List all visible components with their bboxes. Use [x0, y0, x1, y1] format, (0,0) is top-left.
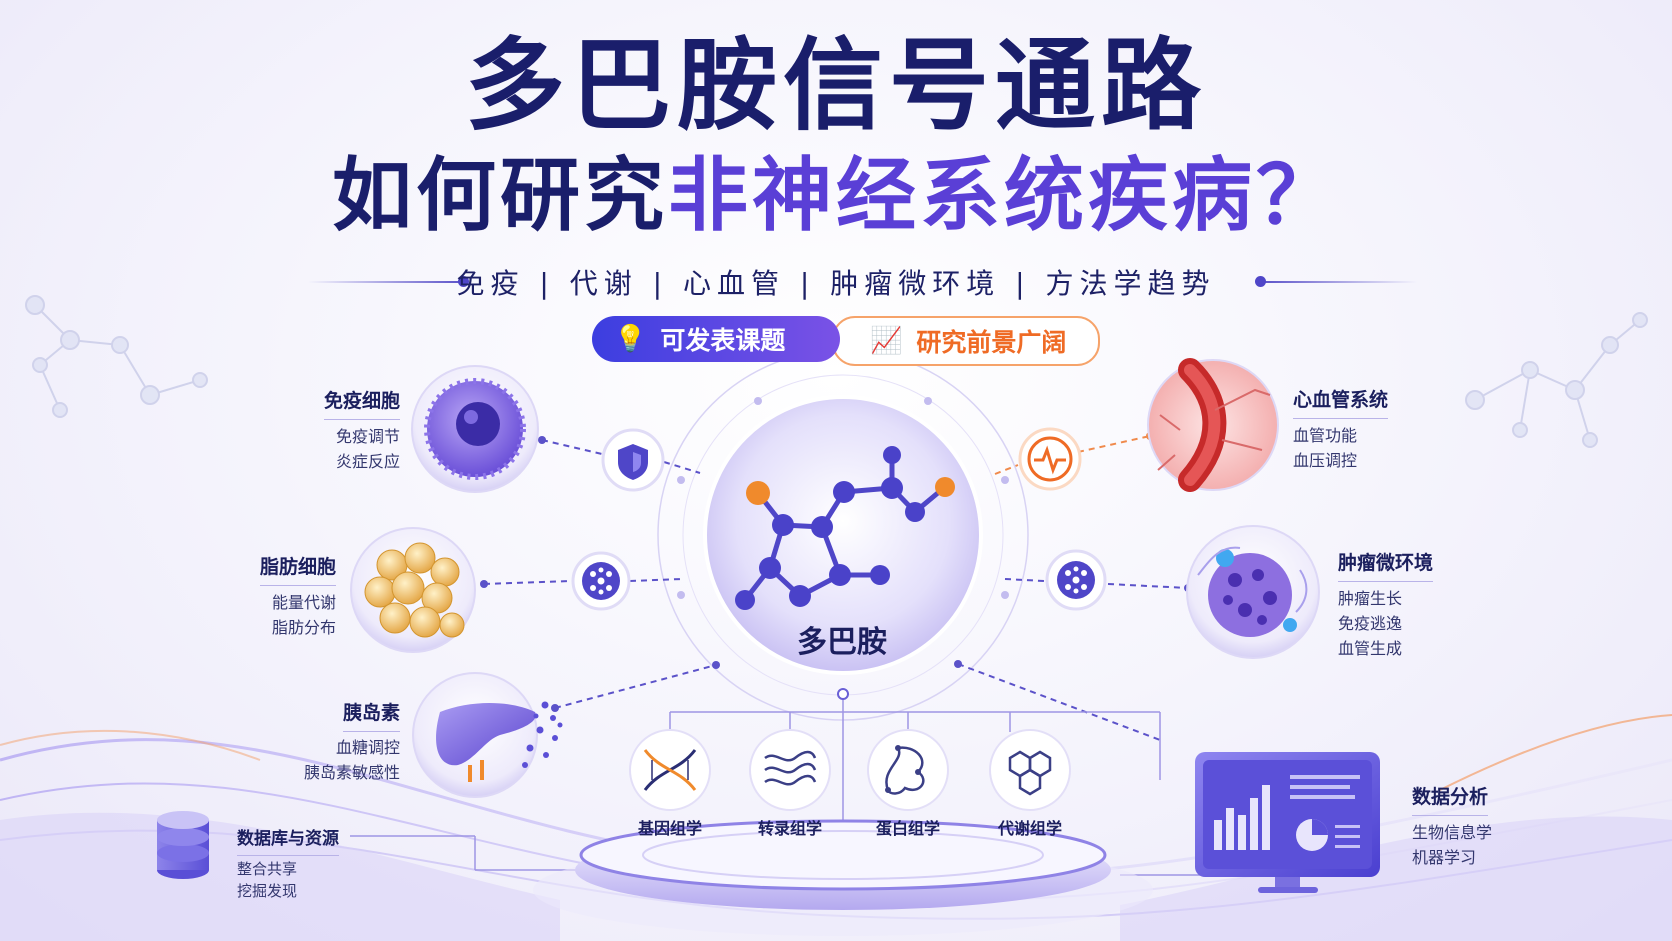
- badge-left-label: 可发表课题: [660, 326, 786, 355]
- database-item: 整合共享: [237, 860, 298, 878]
- database-item: 挖掘发现: [237, 882, 298, 900]
- waves-icon: [749, 729, 831, 811]
- center-ring-dots: [677, 397, 1009, 599]
- database-title: 数据库与资源: [237, 824, 339, 856]
- insulin-title: 胰岛素: [342, 698, 400, 732]
- heartbeat-icon: [1018, 427, 1082, 491]
- tumor-microenvironment-image: [1186, 525, 1320, 659]
- omics-tree-node: [837, 688, 849, 700]
- tumor-item: 血管生成: [1338, 639, 1403, 658]
- analysis-title: 数据分析: [1412, 782, 1489, 816]
- omics-label-transcriptomics: 转录组学: [757, 819, 822, 838]
- tumor-item: 肿瘤生长: [1338, 589, 1403, 608]
- dopamine-molecule-icon: [735, 446, 955, 610]
- cardiovascular-item: 血管功能: [1293, 426, 1358, 445]
- background-wave-fill-left: [0, 812, 560, 941]
- immune-cell-item: 炎症反应: [335, 452, 400, 471]
- tumor-title: 肿瘤微环境: [1338, 548, 1434, 582]
- omics-label-genomics: 基因组学: [637, 819, 702, 838]
- badge-research-prospects: 📈 研究前景广阔: [832, 316, 1100, 366]
- dna-icon: [629, 729, 711, 811]
- immune-cell-image: [411, 365, 539, 493]
- omics-label-metabolomics: 代谢组学: [997, 819, 1062, 838]
- center-label: 多巴胺: [797, 625, 887, 660]
- fat-cell-items: 能量代谢 脂肪分布: [272, 590, 336, 640]
- immune-cell-items: 免疫调节 炎症反应: [336, 424, 400, 474]
- monitor-chart-icon: [1195, 752, 1380, 893]
- omics-label-proteomics: 蛋白组学: [875, 819, 940, 838]
- background-molecule-left: [25, 295, 208, 418]
- badge-right-label: 研究前景广阔: [916, 328, 1067, 357]
- insulin-item: 血糖调控: [335, 738, 400, 757]
- center-sphere: [703, 395, 983, 675]
- shield-icon: [601, 428, 665, 492]
- analysis-item: 机器学习: [1412, 848, 1477, 867]
- hexagon-network-icon: [989, 729, 1071, 811]
- insulin-items: 血糖调控 胰岛素敏感性: [304, 735, 400, 785]
- pancreas-image: [412, 672, 563, 798]
- page-subtitle: 如何研究非神经系统疾病？: [0, 150, 1672, 242]
- cardiovascular-item: 血压调控: [1293, 451, 1358, 470]
- platform: [533, 819, 1153, 936]
- connector-lines-right: [1004, 578, 1189, 589]
- lightbulb-icon: 💡: [614, 324, 647, 354]
- topic-list: 免疫 | 代谢 | 心血管 | 肿瘤微环境 | 方法学趋势: [456, 267, 1216, 300]
- insulin-item: 胰岛素敏感性: [303, 763, 400, 782]
- badge-publishable-topics: 💡 可发表课题: [592, 316, 840, 362]
- fat-cell-title: 脂肪细胞: [259, 552, 336, 586]
- page-title: 多巴胺信号通路: [465, 27, 1207, 144]
- fat-cell-item: 脂肪分布: [271, 618, 336, 637]
- protein-icon: [867, 729, 949, 811]
- cell-cluster-icon-right: [1045, 549, 1107, 611]
- cardiovascular-title: 心血管系统: [1293, 385, 1389, 419]
- subtitle-rule-right: [1262, 281, 1417, 283]
- tumor-item: 免疫逃逸: [1338, 614, 1403, 633]
- analysis-item: 生物信息学: [1412, 823, 1493, 842]
- immune-cell-title: 免疫细胞: [323, 386, 400, 420]
- subtitle-part-a: 如何研究: [332, 149, 668, 242]
- connector-lines-orange: [994, 435, 1151, 475]
- database-icon: [157, 811, 209, 879]
- subtitle-dot-right: [1255, 276, 1266, 287]
- cardiovascular-items: 血管功能 血压调控: [1293, 423, 1357, 473]
- cell-cluster-icon: [571, 551, 631, 611]
- trending-up-chart-icon: 📈: [870, 326, 903, 356]
- analysis-items: 生物信息学 机器学习: [1412, 820, 1492, 870]
- subtitle-dot-left: [458, 276, 469, 287]
- blood-vessel-image: [1147, 358, 1279, 492]
- connector-lines: [483, 439, 1161, 741]
- subtitle-part-b: 非神经系统疾病？: [668, 149, 1340, 242]
- background-molecule-right: [1465, 312, 1648, 448]
- fat-cell-item: 能量代谢: [271, 593, 336, 612]
- fat-cells-image: [350, 527, 476, 653]
- tumor-items: 肿瘤生长 免疫逃逸 血管生成: [1338, 586, 1402, 661]
- immune-cell-item: 免疫调节: [335, 427, 400, 446]
- subtitle-rule-left: [308, 281, 463, 283]
- database-items: 整合共享 挖掘发现: [237, 858, 297, 902]
- background-wave-fill-right: [1120, 816, 1672, 941]
